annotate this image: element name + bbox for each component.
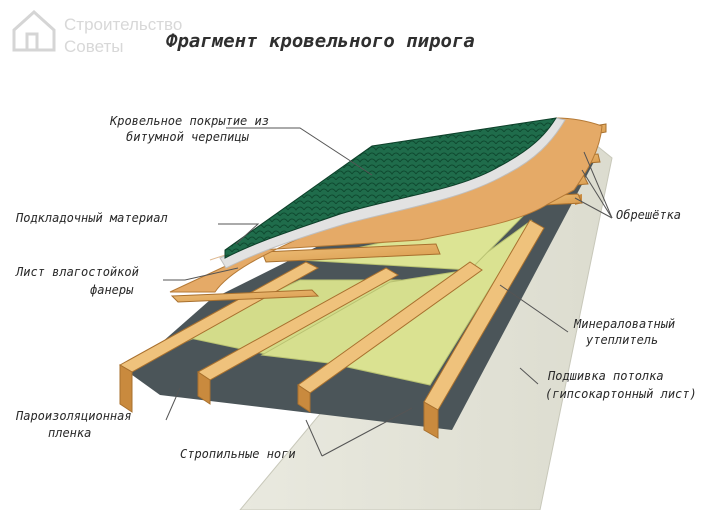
label-insulation-line2: утеплитель — [585, 333, 658, 347]
rafters — [118, 219, 545, 439]
leader-rafters-1 — [321, 407, 413, 457]
watermark-line1: Строительство — [64, 15, 182, 34]
leader-insulation — [499, 284, 569, 333]
leader-rafters-2 — [305, 419, 323, 457]
leader-lines — [163, 127, 613, 457]
bitumen-shingles — [224, 117, 557, 259]
leader-plywood — [163, 267, 239, 281]
house-logo-icon — [12, 9, 56, 52]
label-ceiling-line1: Подшивка потолка — [547, 369, 664, 383]
leader-battens-3 — [583, 151, 613, 219]
leader-battens-1 — [574, 197, 613, 219]
label-rafters: Стропильные ноги — [180, 447, 296, 461]
label-vapor-barrier-line2: пленка — [48, 426, 91, 440]
watermark: Строительство Советы — [12, 9, 182, 56]
leader-vapor — [165, 387, 181, 421]
label-ceiling-line2: (гипсокартонный лист) — [545, 387, 697, 401]
label-insulation-line1: Минераловатный — [573, 317, 675, 331]
leader-underlay — [218, 223, 260, 245]
labels: Кровельное покрытие из битумной черепицы… — [15, 114, 697, 461]
label-vapor-barrier-line1: Пароизоляционная — [15, 409, 132, 423]
diagram-title: Фрагмент кровельного пирога — [166, 30, 475, 52]
watermark-line2: Советы — [64, 37, 123, 56]
leader-ceiling — [519, 367, 539, 385]
leader-roof-covering — [226, 127, 373, 176]
label-plywood-line1: Лист влагостойкой — [15, 265, 139, 279]
leader-battens-2 — [581, 169, 613, 219]
label-underlay: Подкладочный материал — [15, 211, 168, 225]
label-roof-covering-line1: Кровельное покрытие из — [109, 114, 269, 128]
label-roof-covering-line2: битумной черепицы — [126, 130, 250, 144]
label-plywood-line2: фанеры — [90, 283, 134, 297]
label-battens: Обрешётка — [616, 208, 681, 222]
